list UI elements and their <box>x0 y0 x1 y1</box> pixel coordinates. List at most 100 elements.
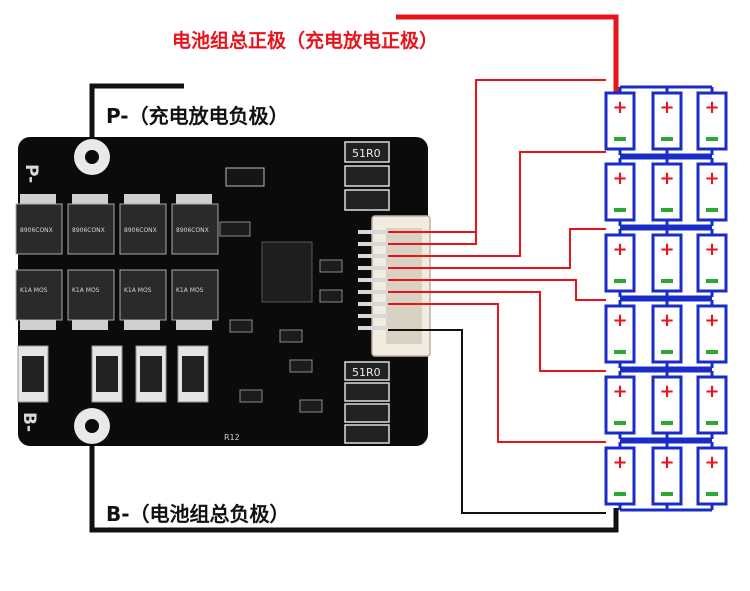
main-wires <box>89 14 619 533</box>
battery-cells: ++++++++++++++++++ <box>604 91 728 506</box>
connector-pin <box>358 278 388 282</box>
plus-sign: + <box>612 239 627 260</box>
mosfet-code: K1A MOS <box>20 287 48 294</box>
mosfet: 8906CONX <box>119 194 167 255</box>
minus-sign <box>661 279 673 283</box>
plus-sign: + <box>704 381 719 402</box>
mosfet-code: 8906CONX <box>124 227 157 234</box>
plus-sign: + <box>612 381 627 402</box>
silk-p-label: P- <box>21 164 41 183</box>
battery-cell: + <box>696 375 728 435</box>
connector-pin <box>358 266 388 270</box>
battery-cell: + <box>651 446 683 506</box>
resistor-label-bottom: 51R0 <box>352 366 381 379</box>
mosfet: K1A MOS <box>171 269 219 330</box>
battery-cell: + <box>604 162 636 222</box>
minus-sign <box>661 208 673 212</box>
resistor-label-top: 51R0 <box>352 147 381 160</box>
mosfet: 8906CONX <box>171 194 219 255</box>
plus-sign: + <box>659 310 674 331</box>
sense-wire-negative <box>388 329 606 514</box>
mosfet: K1A MOS <box>67 269 115 330</box>
component-traces <box>219 167 343 413</box>
minus-sign <box>614 350 626 354</box>
plus-sign: + <box>659 168 674 189</box>
p-minus-label: P-（充电放电负极） <box>106 104 289 128</box>
minus-sign <box>614 421 626 425</box>
mosfet-row-bottom: K1A MOS K1A MOS K1A MOS K1A MOS <box>15 269 219 330</box>
bms-board: P- B- 8906CONX 8906CONX 8906CONX 8906CONX K… <box>15 137 431 446</box>
battery-cell: + <box>604 446 636 506</box>
battery-cell: + <box>696 446 728 506</box>
shunt-resistor <box>135 345 167 403</box>
battery-cell: + <box>604 233 636 293</box>
b-minus-wire <box>89 430 619 533</box>
plus-sign: + <box>704 97 719 118</box>
minus-sign <box>706 350 718 354</box>
plus-sign: + <box>704 168 719 189</box>
smd-resistors-bottom: 51R0 <box>344 361 390 444</box>
plus-sign: + <box>704 310 719 331</box>
mosfet: K1A MOS <box>15 269 63 330</box>
minus-sign <box>614 279 626 283</box>
mosfet-code: 8906CONX <box>72 227 105 234</box>
minus-sign <box>706 279 718 283</box>
minus-sign <box>614 137 626 141</box>
minus-sign <box>706 421 718 425</box>
battery-cell: + <box>604 375 636 435</box>
battery-cell: + <box>651 162 683 222</box>
shunt-resistor <box>177 345 209 403</box>
minus-sign <box>706 492 718 496</box>
mosfet: 8906CONX <box>15 194 63 255</box>
sense-wire <box>388 79 606 233</box>
mosfet-code: K1A MOS <box>72 287 100 294</box>
minus-sign <box>661 492 673 496</box>
minus-sign <box>614 208 626 212</box>
minus-sign <box>706 137 718 141</box>
connector-pin <box>358 326 388 330</box>
mosfet-code: 8906CONX <box>20 227 53 234</box>
sense-wire <box>388 279 606 301</box>
sense-wires <box>388 79 606 514</box>
shunt-resistor <box>91 345 123 403</box>
ic-label: R12 <box>224 433 240 442</box>
battery-cell: + <box>696 304 728 364</box>
battery-cell: + <box>696 162 728 222</box>
plus-sign: + <box>659 97 674 118</box>
connector-pin <box>358 302 388 306</box>
connector-pin <box>358 254 388 258</box>
connector-pin <box>358 314 388 318</box>
mosfet: K1A MOS <box>119 269 167 330</box>
battery-cell: + <box>604 304 636 364</box>
mosfet-row-top: 8906CONX 8906CONX 8906CONX 8906CONX <box>15 194 219 255</box>
minus-sign <box>661 350 673 354</box>
p-minus-wire <box>89 83 184 152</box>
battery-cell: + <box>696 233 728 293</box>
battery-cell: + <box>696 91 728 151</box>
plus-sign: + <box>704 239 719 260</box>
pack-positive-label: 电池组总正极（充电放电正极） <box>172 30 439 52</box>
battery-pack: ++++++++++++++++++ <box>604 85 728 512</box>
balance-connector <box>358 215 431 357</box>
minus-sign <box>614 492 626 496</box>
mosfet-code: 8906CONX <box>176 227 209 234</box>
sense-wire <box>388 151 606 257</box>
plus-sign: + <box>612 452 627 473</box>
minus-sign <box>706 208 718 212</box>
sense-wire <box>388 303 606 443</box>
smd-resistors-top: 51R0 <box>344 141 390 211</box>
b-minus-label: B-（电池组总负极） <box>106 502 290 526</box>
plus-sign: + <box>659 381 674 402</box>
battery-cell: + <box>651 304 683 364</box>
connector-pin <box>358 230 388 234</box>
mosfet-code: K1A MOS <box>124 287 152 294</box>
sense-wire <box>388 228 606 269</box>
plus-sign: + <box>704 452 719 473</box>
battery-cell: + <box>651 233 683 293</box>
silk-b-label: B- <box>19 412 39 432</box>
series-links <box>618 85 714 512</box>
plus-sign: + <box>612 168 627 189</box>
sense-wire <box>388 291 606 372</box>
connector-pin <box>358 242 388 246</box>
